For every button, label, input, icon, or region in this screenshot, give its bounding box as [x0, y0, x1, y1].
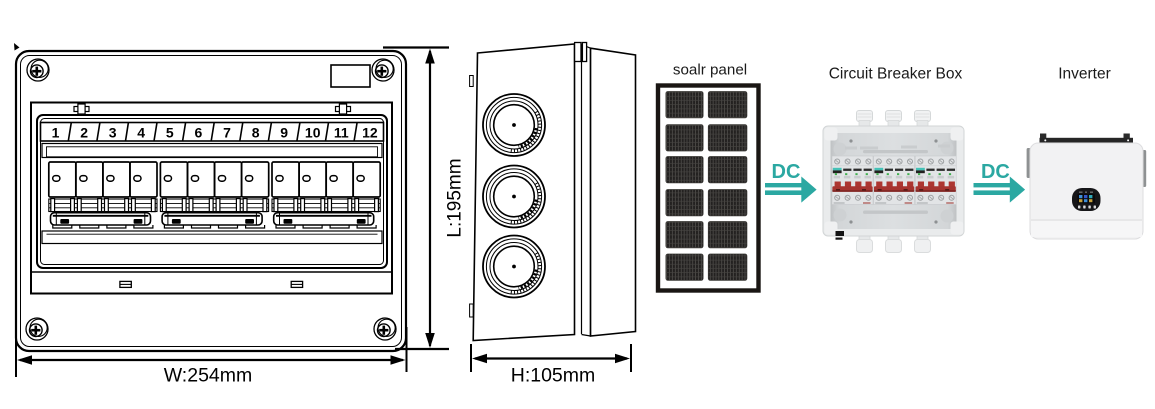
- svg-text:12: 12: [362, 125, 378, 141]
- svg-text:8: 8: [252, 125, 260, 141]
- svg-text:6: 6: [195, 125, 203, 141]
- svg-text:H:105mm: H:105mm: [511, 365, 596, 387]
- svg-text:soalr panel: soalr panel: [673, 62, 747, 79]
- svg-text:W:254mm: W:254mm: [164, 365, 253, 387]
- svg-text:DC: DC: [981, 161, 1010, 183]
- svg-text:9: 9: [280, 125, 288, 141]
- svg-text:Inverter: Inverter: [1058, 66, 1111, 83]
- svg-text:10: 10: [305, 125, 321, 141]
- svg-text:11: 11: [334, 125, 349, 141]
- svg-text:7: 7: [223, 125, 231, 141]
- svg-text:1: 1: [52, 125, 60, 141]
- svg-text:5: 5: [166, 125, 174, 141]
- svg-text:3: 3: [109, 125, 117, 141]
- svg-text:4: 4: [137, 125, 145, 141]
- svg-text:DC: DC: [772, 161, 801, 183]
- svg-text:Circuit Breaker Box: Circuit Breaker Box: [829, 66, 963, 83]
- svg-text:2: 2: [80, 125, 88, 141]
- svg-text:L:195mm: L:195mm: [445, 158, 466, 237]
